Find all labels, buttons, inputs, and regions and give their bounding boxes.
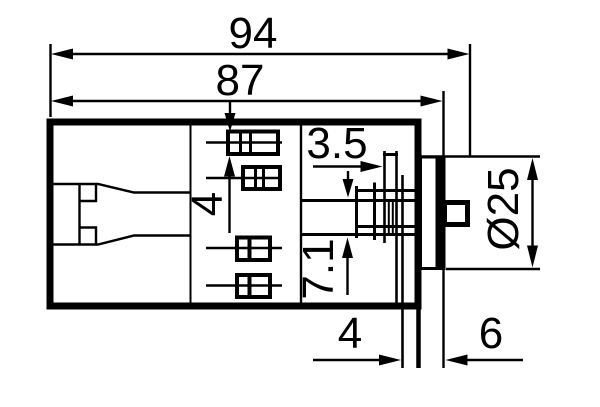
key-notch-bottom	[79, 226, 98, 245]
dim-label-7-1: 7.1	[294, 238, 343, 299]
key-top-edge	[53, 182, 190, 194]
dim-collar-depth-6: 6	[442, 270, 523, 368]
dim-body-depth-87: 87	[51, 56, 445, 160]
arrowhead-up-icon	[527, 158, 538, 180]
key-notch-top	[79, 184, 98, 203]
dim-label-4-vertical: 4	[183, 192, 232, 216]
dim-label-94: 94	[229, 9, 278, 58]
arrowhead-down-icon	[342, 179, 354, 198]
terminal-rows	[206, 129, 282, 299]
arrowhead-up-icon	[342, 237, 353, 258]
arrowhead-down-icon	[527, 245, 538, 268]
dim-label-6: 6	[479, 309, 503, 358]
dim-total-depth-94: 94	[49, 9, 472, 157]
key-profile	[53, 182, 190, 246]
dim-spacing-7-1: 7.1	[294, 171, 354, 300]
arrowhead-right-icon	[447, 48, 470, 60]
arrowhead-right-icon	[379, 354, 401, 366]
dim-terminal-offset-4: 4	[183, 101, 236, 233]
terminal-row	[241, 165, 282, 191]
arrowhead-left-icon	[445, 354, 468, 366]
arrowhead-up-icon	[224, 156, 235, 177]
dim-slot-3-5: 3.5	[306, 119, 383, 172]
dim-label-3-5: 3.5	[306, 119, 367, 168]
rear-collar	[419, 155, 470, 270]
arrowhead-left-icon	[51, 95, 73, 107]
terminal-row	[235, 273, 272, 299]
center-pin	[442, 200, 470, 227]
dim-label-4-bottom: 4	[338, 309, 362, 358]
terminal-row	[226, 129, 280, 156]
arrowhead-right-icon	[360, 161, 383, 172]
arrowhead-down-icon	[224, 113, 236, 132]
terminal-row	[235, 235, 272, 262]
dim-collar-diameter-25: Ø25	[420, 155, 540, 271]
key-bottom-edge	[53, 234, 190, 246]
dim-label-dia-25: Ø25	[479, 167, 528, 250]
collar-rim	[435, 156, 445, 269]
arrowhead-right-icon	[420, 95, 443, 107]
dim-flange-gap-4: 4	[313, 306, 421, 368]
dim-label-87: 87	[216, 56, 265, 105]
clamp-block-detail	[302, 175, 415, 368]
arrowhead-left-icon	[51, 48, 73, 60]
